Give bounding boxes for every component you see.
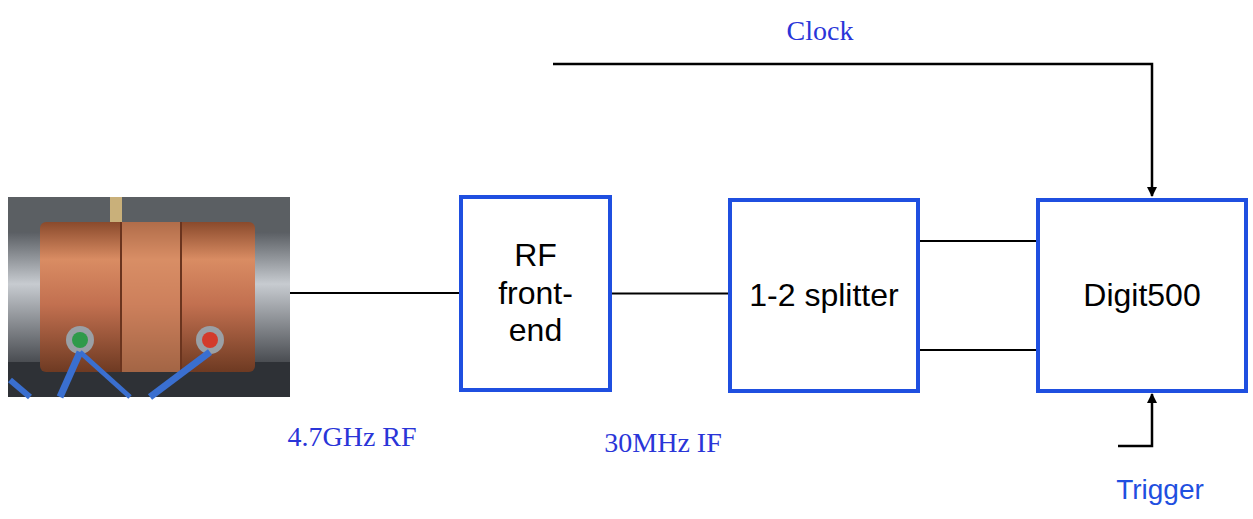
box-label: Digit500 <box>1083 277 1200 315</box>
process-box: Digit500 <box>1036 198 1248 393</box>
frequency-label: 30MHz IF <box>604 427 721 459</box>
trigger-line <box>1118 394 1152 446</box>
clock-line <box>553 64 1152 196</box>
rf-cable <box>290 292 459 294</box>
signal-connector <box>920 240 1036 242</box>
frequency-label: 4.7GHz RF <box>287 421 416 453</box>
signal-connector <box>612 293 728 295</box>
process-box: RF front- end <box>459 195 612 392</box>
process-box: 1-2 splitter <box>728 198 920 393</box>
box-label: RF front- end <box>480 237 592 350</box>
signal-name: Clock <box>787 15 854 47</box>
box-label: 1-2 splitter <box>749 277 898 315</box>
signal-connector <box>920 349 1036 351</box>
signal-name: Trigger <box>1116 474 1204 506</box>
